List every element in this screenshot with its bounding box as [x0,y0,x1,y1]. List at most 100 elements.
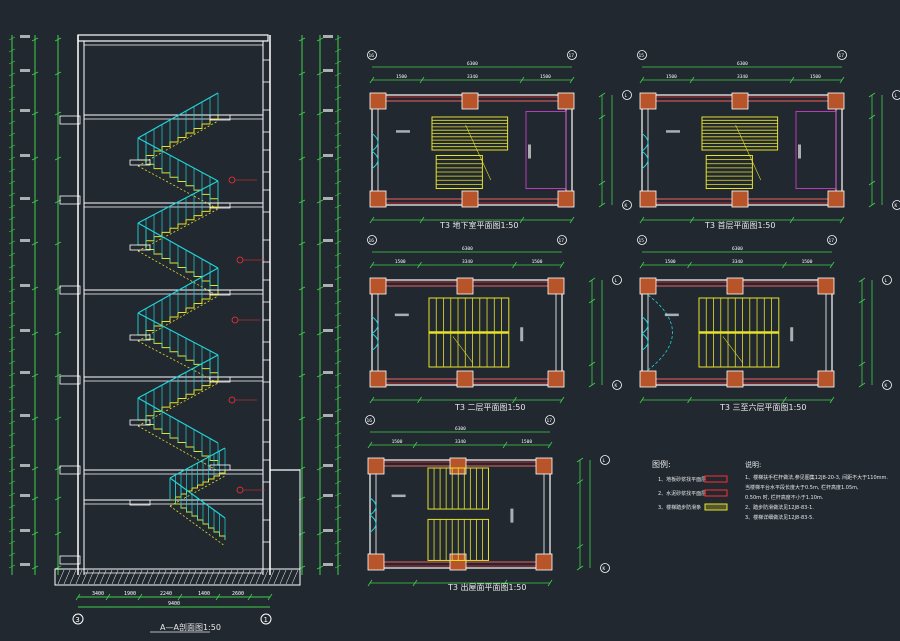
plan-dim-label: 3340 [462,259,473,265]
dim-tick [8,276,16,281]
dim-tick [334,264,342,269]
dim-tick [334,192,342,197]
dim-tick [334,324,342,329]
dim-tick [559,396,565,404]
ground-hatch-line [225,569,233,585]
plan-note-mark [798,144,801,159]
section-dim-label: 1400 [198,591,210,597]
dim-tick [316,496,324,501]
plan-note-mark [666,130,680,133]
dim-text-mark [323,464,333,467]
ground-hatch-line [75,569,83,585]
axis-label: 16 [369,238,375,244]
dim-tick [8,48,16,53]
stair-stringer [137,382,219,427]
dim-tick [31,241,39,246]
axis-bubble [637,50,647,60]
dim-text-mark [20,494,30,497]
dim-tick [316,156,324,161]
dim-tick [782,261,787,269]
dim-text-mark [20,414,30,417]
dim-tick [8,96,16,101]
dim-tick [598,180,606,186]
dim-tick [31,373,39,378]
ground-hatch-line [261,569,269,585]
dim-tick [298,416,306,421]
dim-tick [54,373,62,378]
ground-hatch-line [105,569,113,585]
dim-tick [8,132,16,137]
dim-tick [588,298,596,304]
dim-tick [54,241,62,246]
stair-plan [701,116,779,189]
door-swing [641,316,649,351]
ground-hatch-line [63,569,71,585]
dim-tick [8,180,16,185]
plan-note-mark [391,494,406,498]
section-ground [54,469,301,601]
notes-line: 2、踏步防滑做法见12J8-83-1. [745,504,814,511]
wall-block [262,519,271,543]
notes-title: 说明: [745,460,761,469]
stair-stringer [137,295,219,342]
stair-landing [129,334,151,341]
plan-dim-total: 6300 [737,61,748,67]
dim-tick [334,444,342,449]
ground-hatch-line [219,569,227,585]
service-shaft [525,111,567,189]
dim-tick [559,261,565,269]
dim-tick [588,382,596,388]
section-grid-axes: 3 1 [72,613,272,625]
dim-tick [369,216,375,224]
ground-hatch-line [177,569,185,585]
plan-dim-label: 1500 [810,74,821,80]
axis-bubble [567,50,577,60]
dim-tick [8,300,16,305]
plan-note-mark [528,144,531,159]
stair-stringer [137,340,219,384]
dim-tick [8,540,16,545]
dim-tick [576,457,584,463]
dim-tick [8,204,16,209]
dim-tick [8,216,16,221]
axis-bubble [837,50,847,60]
dim-tick [8,468,16,473]
dim-tick [639,261,645,269]
dim-tick [868,92,876,98]
dim-tick [639,216,645,224]
dim-tick [598,202,606,208]
beam [59,285,81,295]
dim-tick [334,252,342,257]
dim-tick [334,96,342,101]
dim-tick [334,456,342,461]
dim-tick [8,168,16,173]
dim-tick [334,204,342,209]
dim-tick [419,76,425,84]
dim-tick [8,564,16,569]
dim-tick [839,216,845,224]
wall-block [262,59,271,83]
section-title: A—A剖面图1:50 [160,622,221,632]
axis-label: 17 [839,53,845,59]
axis-bubble [622,90,632,100]
ground-hatch-line [195,569,203,585]
stair-arrow [465,124,492,181]
dim-tick [298,37,306,42]
legend-title: 图例: [652,459,671,469]
dim-tick [334,168,342,173]
wall-block [262,459,271,483]
dim-tick [8,192,16,197]
axis-label: 15 [639,238,645,244]
stair-landing [209,114,231,121]
plan-dim-total: 6300 [467,61,478,67]
stair-landing [209,376,231,383]
dim-text-mark [20,239,30,242]
dim-tick [54,111,62,116]
dim-tick [858,361,866,367]
dim-text-mark [20,563,30,566]
plan-dim-label: 1500 [395,259,406,265]
dim-text-mark [20,371,30,374]
ground-hatch-line [153,569,161,585]
dim-tick [334,240,342,245]
dim-tick [54,331,62,336]
